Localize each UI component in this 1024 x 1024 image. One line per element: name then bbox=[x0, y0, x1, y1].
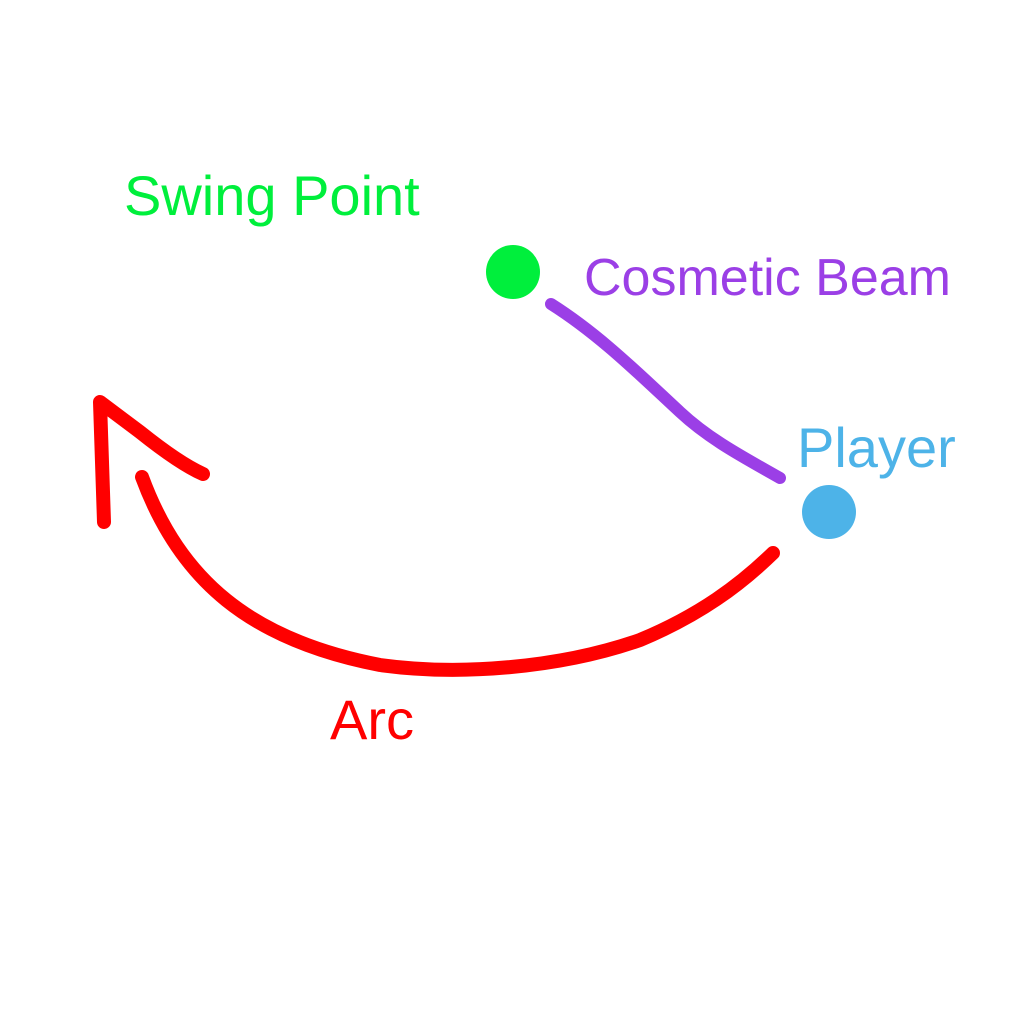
cosmetic-beam-line bbox=[545, 298, 786, 484]
swing-point-dot bbox=[486, 245, 540, 299]
arc-line bbox=[135, 470, 780, 677]
arc-arrowhead bbox=[93, 395, 210, 529]
player-dot bbox=[802, 485, 856, 539]
arc-label: Arc bbox=[330, 688, 414, 751]
cosmetic-beam-label: Cosmetic Beam bbox=[584, 249, 951, 307]
player-label: Player bbox=[797, 416, 956, 479]
swing-point-label: Swing Point bbox=[124, 164, 420, 227]
